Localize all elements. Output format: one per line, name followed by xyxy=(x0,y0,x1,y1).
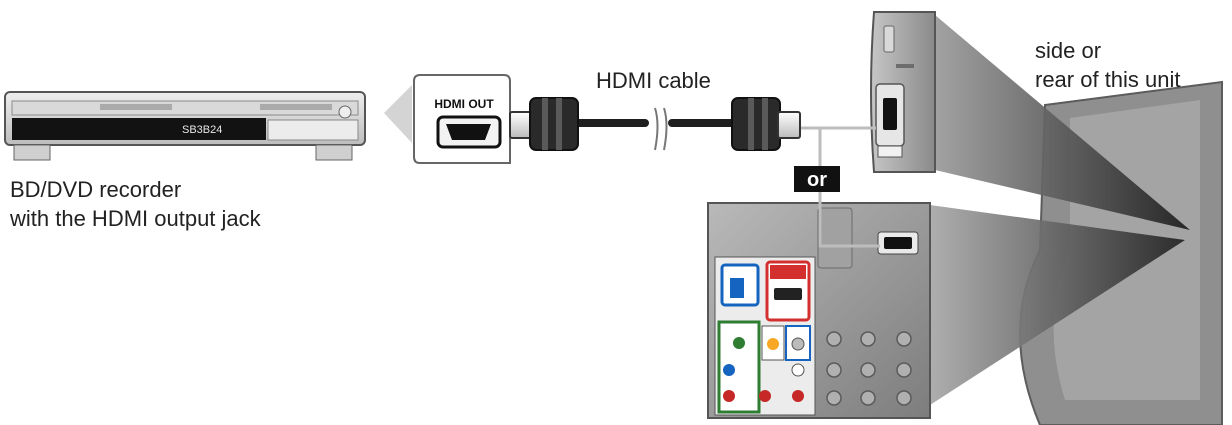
hdmi-cable xyxy=(574,107,736,151)
recorder-caption-line1: BD/DVD recorder xyxy=(10,177,182,202)
unit-caption-line1: side or xyxy=(1035,38,1102,63)
hdmi-port-icon xyxy=(436,115,502,149)
hdmi-out-label: HDMI OUT xyxy=(434,97,494,111)
tv-rear-panel-icon xyxy=(930,15,1223,425)
hdmi-out-box: HDMI OUT xyxy=(413,74,511,164)
hdmi-connector-icon xyxy=(731,97,801,151)
recorder-caption: BD/DVD recorder with the HDMI output jac… xyxy=(10,175,261,233)
unit-caption-line2: rear of this unit xyxy=(1035,67,1181,92)
bd-dvd-recorder-icon: SB3B24 xyxy=(4,85,412,161)
or-badge-label: or xyxy=(807,169,827,191)
hdmi-connector-icon xyxy=(509,97,579,151)
recorder-caption-line2: with the HDMI output jack xyxy=(10,206,261,231)
unit-caption: side or rear of this unit xyxy=(1035,36,1181,94)
rear-panel-icon xyxy=(707,202,931,419)
or-badge: or xyxy=(794,166,840,192)
side-panel-icon xyxy=(870,11,936,173)
recorder-display: SB3B24 xyxy=(182,124,222,136)
hdmi-cable-label: HDMI cable xyxy=(596,68,711,93)
